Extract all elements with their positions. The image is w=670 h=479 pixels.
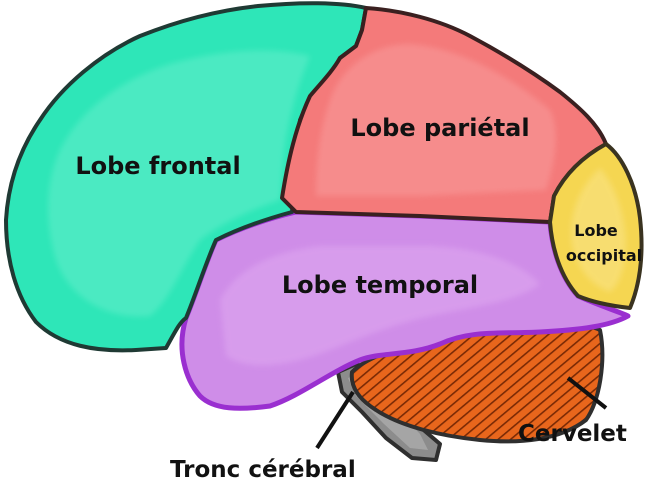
occipital-lobe-label-line1: Lobe <box>574 221 618 240</box>
cerebellum-label: Cervelet <box>518 421 627 447</box>
temporal-highlight <box>220 246 540 366</box>
cerebellum-pointer <box>566 376 608 410</box>
frontal-lobe-label: Lobe frontal <box>75 152 240 180</box>
parietal-highlight <box>316 44 556 196</box>
temporal-lobe-label: Lobe temporal <box>282 271 478 299</box>
occipital-highlight <box>571 168 626 292</box>
parietal-lobe-label: Lobe pariétal <box>350 114 529 142</box>
brainstem-pointer <box>315 390 355 450</box>
frontal-highlight <box>48 50 310 317</box>
brainstem-label: Tronc cérébral <box>170 457 356 479</box>
occipital-lobe-label-line2: occipital <box>566 246 642 265</box>
